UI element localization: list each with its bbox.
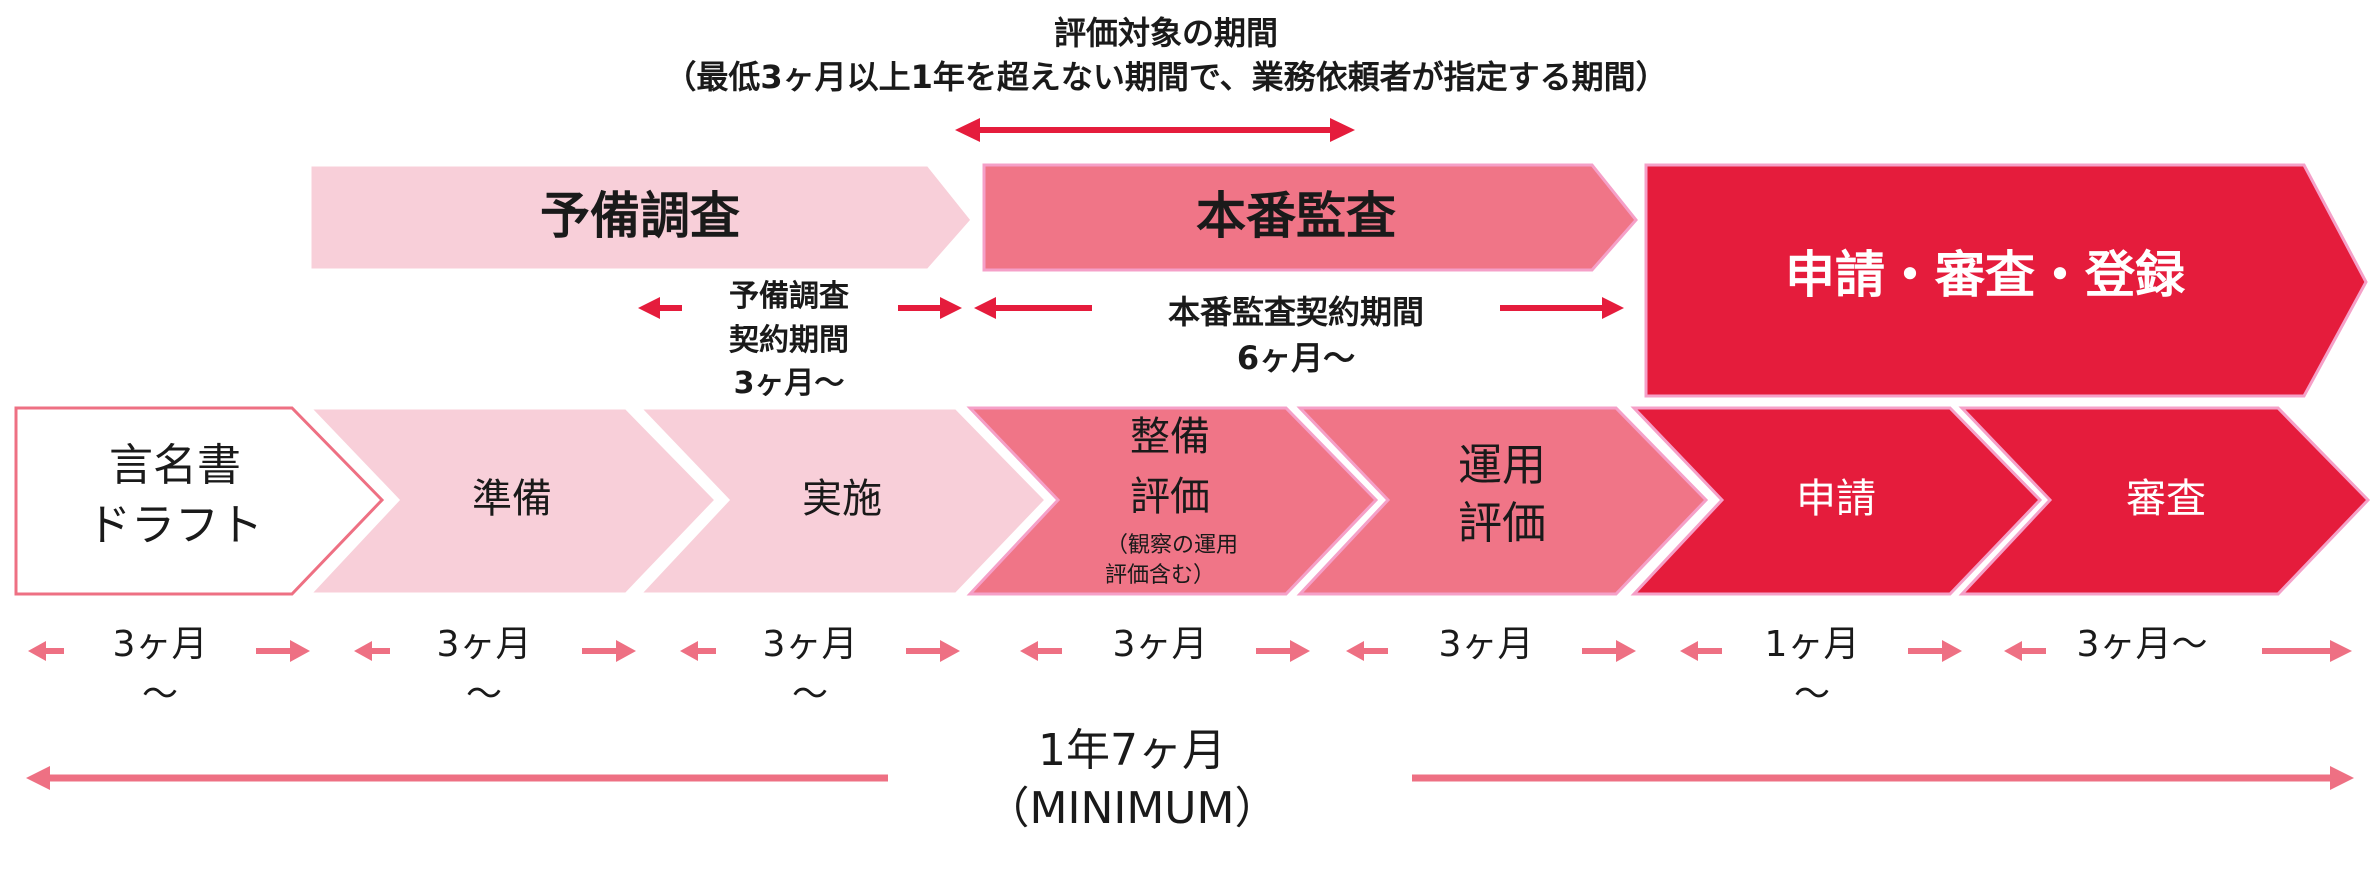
main-contract-line2: 6ヶ月～ [1237,339,1355,377]
step-preparation: 準備 [306,406,719,596]
preliminary-contract-line3: 3ヶ月～ [734,366,845,401]
step-design-evaluation-note2: 評価含む） [1105,563,1215,588]
step-operating-evaluation: 運用 評価 [1296,406,1709,596]
duration-declaration-draft: 3ヶ月 ～ [28,624,310,715]
total-duration: 1年7ヶ月 （MINIMUM） [26,725,2354,834]
step-implementation-label: 実施 [802,476,882,522]
arrowhead-right-icon [940,640,960,662]
main-contract-line1: 本番監査契約期間 [1168,293,1424,331]
arrowhead-right-icon [940,297,962,319]
step-implementation: 実施 [636,406,1049,596]
duration-operating-evaluation: 3ヶ月 [1346,624,1636,665]
arrowhead-left-icon [28,641,46,661]
duration-application: 1ヶ月 ～ [1680,624,1962,715]
evaluation-period-subtitle: （最低3ヶ月以上1年を超えない期間で、業務依頼者が指定する期間） [664,58,1667,96]
phase-application-review-registration: 申請・審査・登録 [1644,163,2368,398]
duration-application-line1: 1ヶ月 [1765,624,1860,665]
arrowhead-right-icon [1290,640,1310,662]
arrowhead-left-icon [1020,641,1038,661]
evaluation-period-arrow [955,118,1355,142]
step-design-evaluation: 整備 評価 （観察の運用 評価含む） [966,406,1379,596]
step-review-label: 審査 [2126,476,2206,522]
step-operating-evaluation-line1: 運用 [1458,440,1546,491]
preliminary-contract-period: 予備調査 契約期間 3ヶ月～ [638,279,962,401]
phase-preliminary-survey: 予備調査 [308,163,974,272]
arrowhead-right-icon [2330,640,2352,662]
duration-implementation: 3ヶ月 ～ [680,624,960,715]
duration-application-line2: ～ [1794,674,1830,715]
duration-review-line1: 3ヶ月～ [2077,624,2208,665]
arrowhead-left-icon [1346,641,1364,661]
step-design-evaluation-line2: 評価 [1130,474,1210,520]
step-design-evaluation-note1: （観察の運用 [1106,533,1238,558]
duration-design-evaluation: 3ヶ月 [1020,624,1310,665]
arrowhead-right-icon [1602,297,1624,319]
phase-preliminary-survey-label: 予備調査 [540,187,740,245]
duration-design-evaluation-line1: 3ヶ月 [1113,624,1208,665]
arrowhead-right-icon [1942,640,1962,662]
step-declaration-draft-line1: 言名書 [109,440,241,491]
step-preparation-label: 準備 [472,476,552,522]
step-application-label: 申請 [1796,476,1876,522]
total-duration-line1: 1年7ヶ月 [1038,725,1226,776]
step-declaration-draft: 言名書 ドラフト [14,406,385,596]
arrowhead-left-icon [1680,641,1698,661]
arrowhead-right-icon [2330,766,2354,790]
arrowhead-left-icon [26,766,50,790]
preliminary-contract-line2: 契約期間 [729,323,849,358]
arrowhead-right-icon [1616,640,1636,662]
phase-main-audit: 本番監査 [982,163,1638,272]
duration-declaration-draft-line2: ～ [142,674,178,715]
total-duration-line2: （MINIMUM） [986,783,1279,834]
step-design-evaluation-line1: 整備 [1130,414,1210,460]
duration-preparation: 3ヶ月 ～ [354,624,636,715]
evaluation-period-title: 評価対象の期間 [1054,14,1278,52]
duration-review: 3ヶ月～ [2004,624,2352,665]
main-contract-period: 本番監査契約期間 6ヶ月～ [974,293,1624,377]
arrowhead-left-icon [638,297,660,319]
duration-operating-evaluation-line1: 3ヶ月 [1439,624,1534,665]
duration-implementation-line2: ～ [792,674,828,715]
step-review: 審査 [1958,406,2371,596]
step-declaration-draft-line2: ドラフト [87,500,263,551]
arrowhead-left-icon [354,641,372,661]
arrowhead-left-icon [2004,641,2022,661]
phase-application-label: 申請・審査・登録 [1785,246,2186,304]
arrowhead-right-icon [616,640,636,662]
duration-row: 3ヶ月 ～ 3ヶ月 ～ 3ヶ月 ～ 3ヶ月 [28,624,2352,715]
phase-main-audit-label: 本番監査 [1196,187,1396,245]
preliminary-contract-line1: 予備調査 [729,279,849,314]
arrowhead-left-icon [680,641,698,661]
arrowhead-left-icon [974,297,996,319]
step-application: 申請 [1630,406,2043,596]
duration-preparation-line2: ～ [466,674,502,715]
duration-implementation-line1: 3ヶ月 [763,624,858,665]
duration-preparation-line1: 3ヶ月 [437,624,532,665]
duration-declaration-draft-line1: 3ヶ月 [113,624,208,665]
arrowhead-right-icon [290,640,310,662]
step-operating-evaluation-line2: 評価 [1458,498,1546,549]
